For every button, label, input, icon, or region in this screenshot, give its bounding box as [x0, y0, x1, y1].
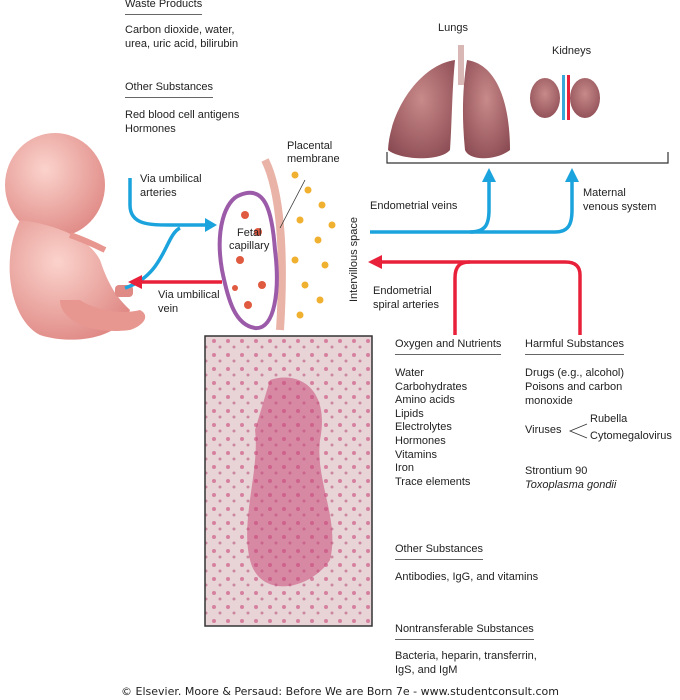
harmful-poisons: Poisons and carbon [525, 381, 623, 393]
list-item: Trace elements [395, 475, 471, 488]
via-vein-label: Via umbilical [158, 289, 220, 301]
endometrial-veins-label: Endometrial veins [370, 200, 458, 212]
list-item: Electrolytes [395, 421, 452, 434]
nontransferable-line: IgS, and IgM [395, 664, 458, 676]
fetal-capillary-label: capillary [229, 240, 270, 252]
via-arteries-label: arteries [140, 187, 177, 199]
nutrients-list: Water Carbohydrates Amino acids Lipids E… [395, 367, 470, 489]
list-item: Hormones [395, 434, 446, 447]
list-item: Iron [395, 462, 414, 475]
virus-item: Cytomegalovirus [590, 430, 672, 442]
spiral-arteries-label: Endometrial [373, 285, 432, 297]
maternal-venous-label: Maternal [583, 187, 626, 199]
list-item: Vitamins [395, 448, 437, 461]
placental-membrane-label: Placental [287, 140, 333, 152]
via-arteries-label: Via umbilical [140, 173, 202, 185]
fetus-illustration [5, 133, 146, 340]
spiral-arteries-label: spiral arteries [373, 299, 440, 311]
fetal-capillary-label: Fetal [237, 227, 262, 239]
maternal-venous-label: venous system [583, 201, 657, 213]
lungs-illustration [388, 45, 510, 159]
intervillous-space-label: Intervillous space [348, 217, 360, 302]
organs-bracket [386, 152, 669, 164]
copyright-footer: © Elsevier. Moore & Persaud: Before We a… [121, 685, 559, 698]
viruses-label: Viruses [525, 424, 562, 436]
other-maternal-heading: Other Substances [395, 543, 484, 560]
virus-item: Rubella [590, 413, 628, 425]
list-item: Carbohydrates [395, 380, 468, 393]
harmful-heading: Harmful Substances [525, 338, 625, 355]
harmful-poisons: monoxide [525, 395, 573, 407]
other-maternal-text: Antibodies, IgG, and vitamins [395, 571, 539, 583]
other-fetal-line: Hormones [125, 123, 176, 135]
waste-line: urea, uric acid, bilirubin [125, 38, 239, 50]
placental-membrane-label: membrane [287, 153, 340, 165]
harmful-strontium: Strontium 90 [525, 465, 588, 477]
nontransferable-line: Bacteria, heparin, transferrin, [395, 650, 537, 662]
list-item: Amino acids [395, 394, 455, 407]
fetal-capillary-illustration [217, 158, 336, 331]
other-fetal-heading: Other Substances [125, 81, 214, 98]
nutrients-heading: Oxygen and Nutrients [395, 338, 502, 355]
waste-heading: Waste Products [125, 0, 203, 15]
kidneys-label: Kidneys [552, 45, 592, 57]
nontransferable-heading: Nontransferable Substances [395, 623, 534, 640]
list-item: Lipids [395, 407, 424, 420]
list-item: Water [395, 367, 424, 379]
red-flow-arrows [140, 260, 582, 335]
kidneys-illustration [530, 75, 600, 120]
other-fetal-line: Red blood cell antigens [125, 109, 240, 121]
waste-line: Carbon dioxide, water, [125, 24, 235, 36]
lungs-label: Lungs [438, 22, 468, 34]
harmful-toxoplasma: Toxoplasma gondii [525, 479, 617, 491]
harmful-drugs: Drugs (e.g., alcohol) [525, 367, 625, 379]
via-vein-label: vein [158, 303, 179, 315]
